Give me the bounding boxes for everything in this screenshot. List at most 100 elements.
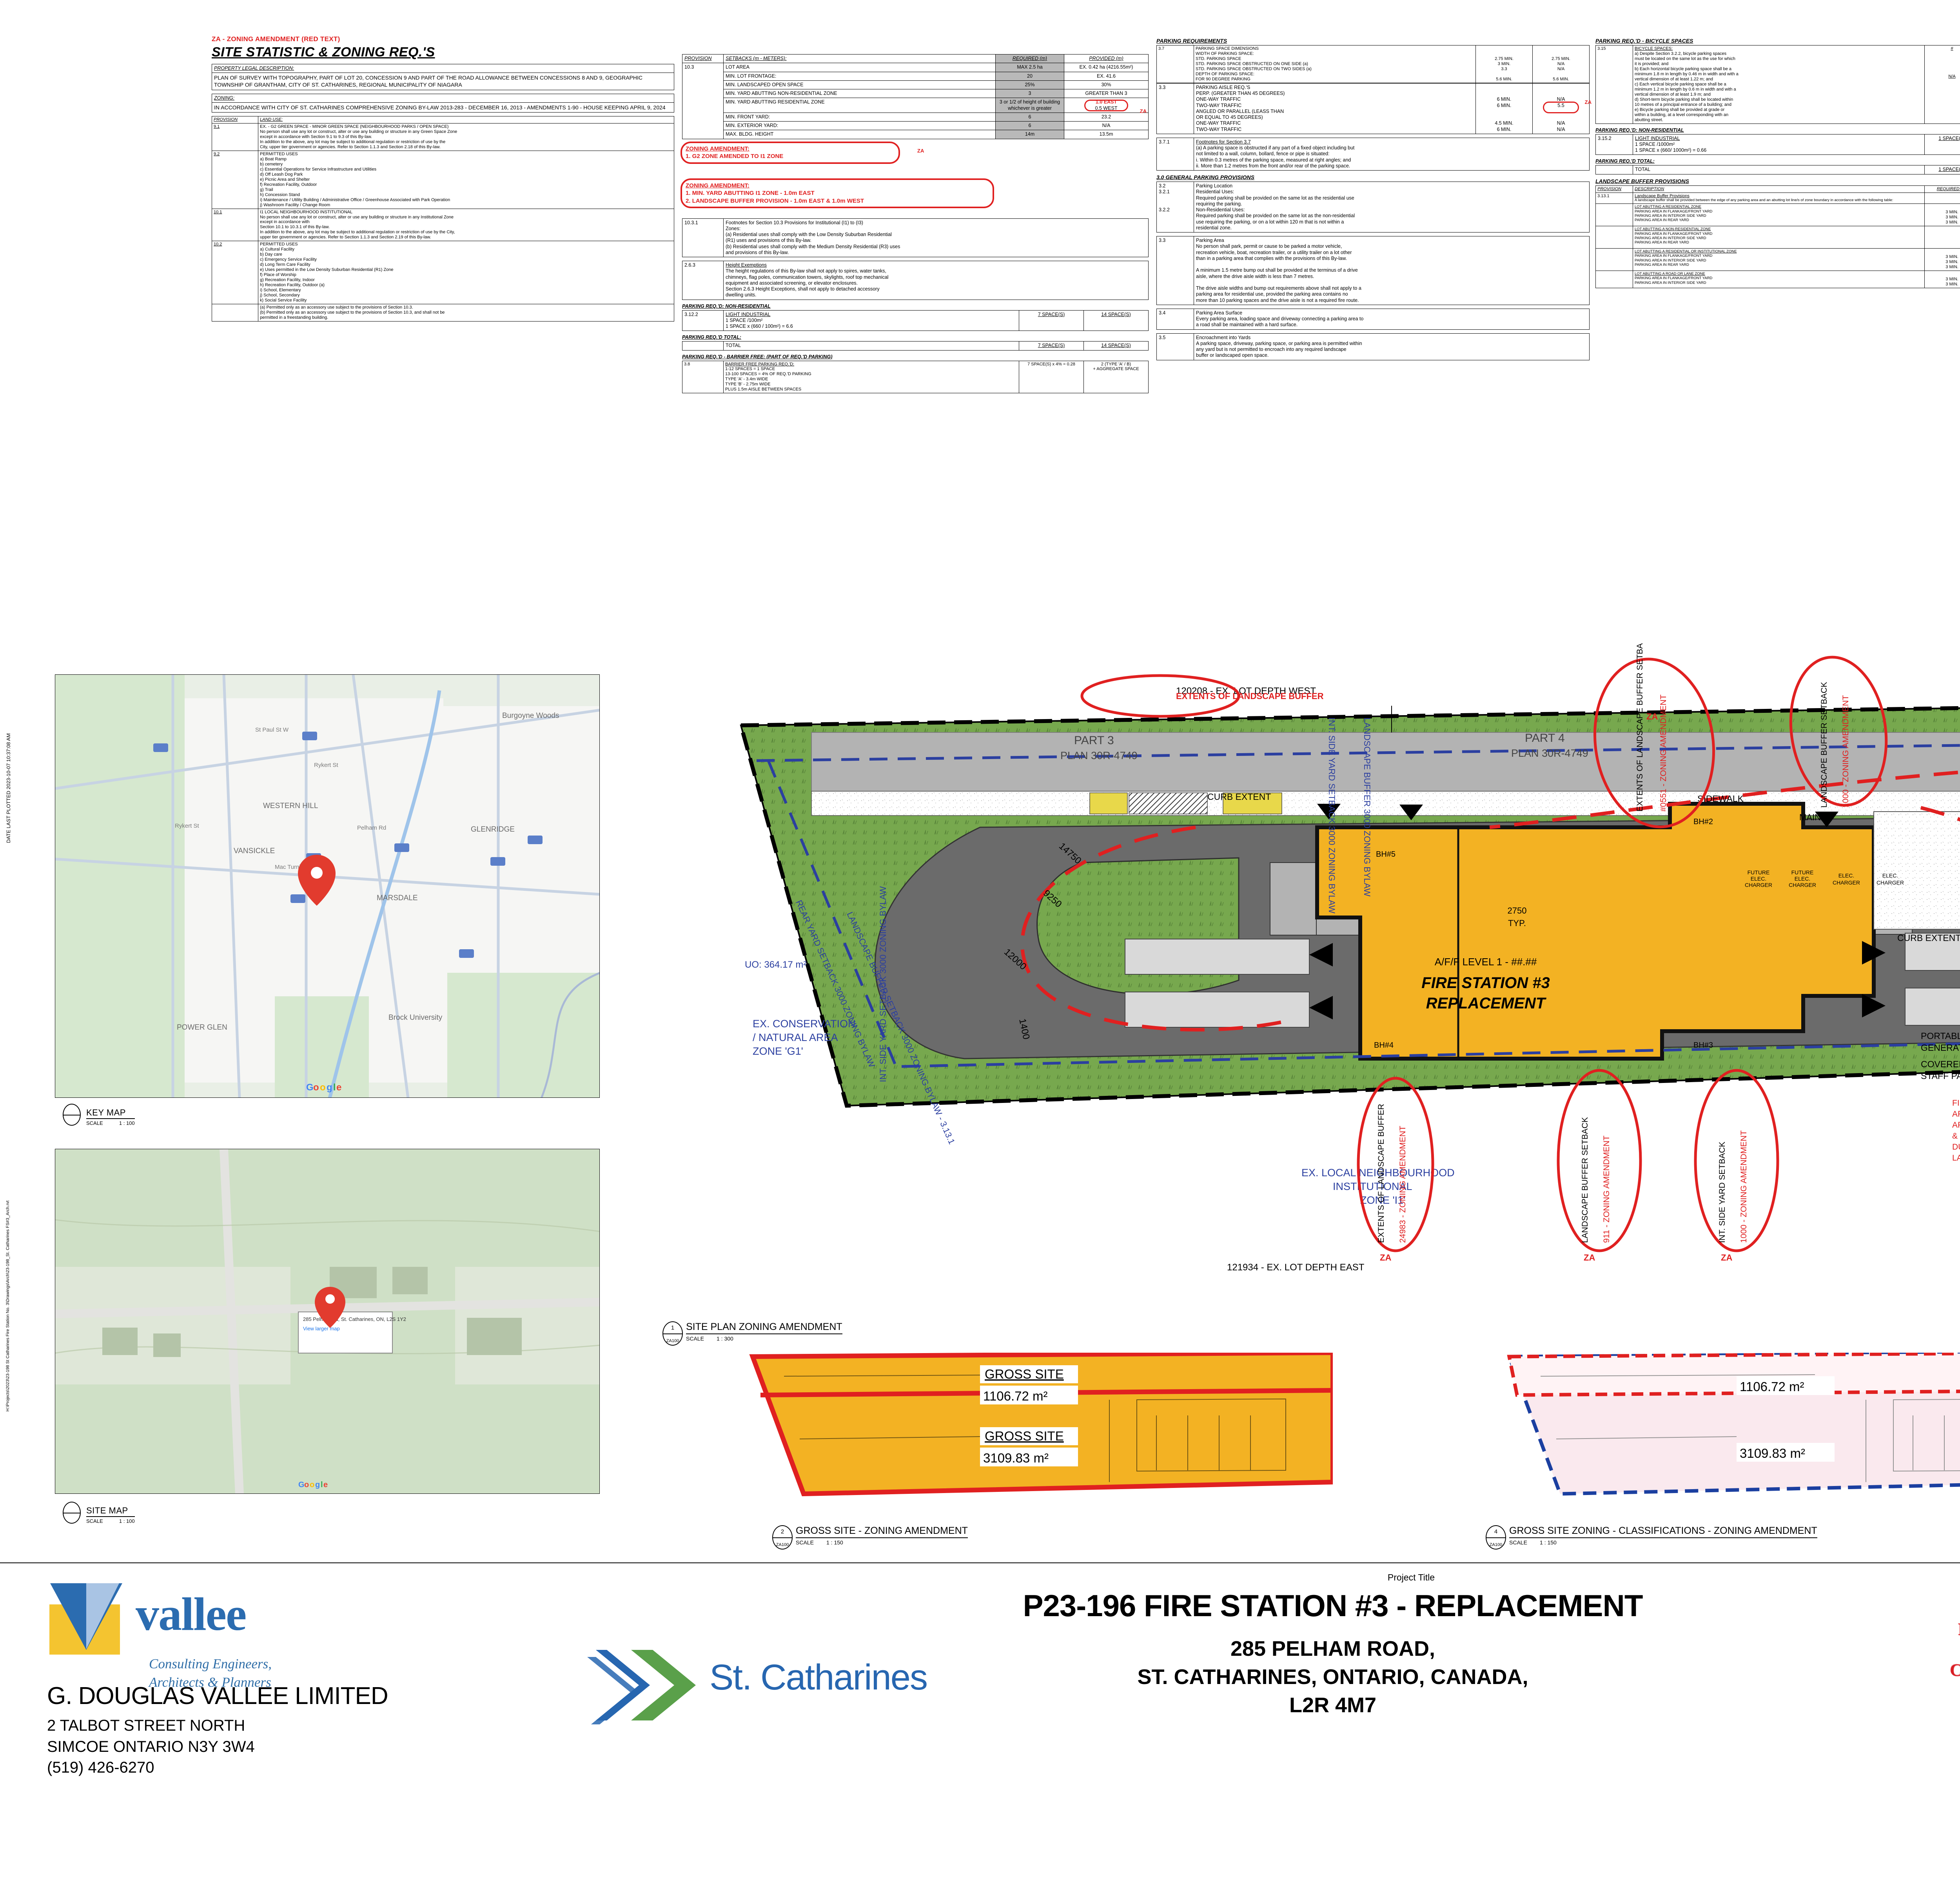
label-bh5: BH#5 <box>1376 850 1396 859</box>
vallee-logo-mark <box>47 1576 125 1655</box>
lot-depth-east: 121934 - EX. LOT DEPTH EAST <box>1227 1262 1365 1273</box>
table-row: 10.1 I1 LOCAL NEIGHBOURHOOD INSTITUTIONA… <box>212 208 674 242</box>
setback-item: MAX. BLDG. HEIGHT <box>723 130 996 139</box>
svg-text:POWER GLEN: POWER GLEN <box>177 1023 227 1032</box>
text-line: Non-Residential Uses: <box>1196 207 1245 213</box>
bicycle-heading: PARKING REQ.'D - BICYCLE SPACES <box>1595 38 1693 44</box>
barrier-free-heading: PARKING REQ.'D - BARRIER FREE: (PART OF … <box>682 354 833 360</box>
bi-required-1: # <box>1951 46 1953 51</box>
bi-required: # N/A <box>1924 45 1960 124</box>
zone-inst-1: EX. LOCAL NEIGHBOURHOOD <box>1301 1167 1455 1179</box>
bn-provision: 3.15.2 <box>1595 134 1633 155</box>
text-line: LIGHT INDUSTRIAL <box>1635 135 1680 141</box>
project-address: 285 PELHAM ROAD, ST. CATHARINES, ONTARIO… <box>745 1635 1921 1719</box>
bi-required-2: N/A <box>1948 74 1956 79</box>
text-line: 3.2.2 <box>1159 207 1170 213</box>
svg-text:St Paul St W: St Paul St W <box>255 727 289 733</box>
view4-title: GROSS SITE ZONING - CLASSIFICATIONS - ZO… <box>1509 1525 1817 1538</box>
text-line: a) Despite Section 3.2.2, bicycle parkin… <box>1635 51 1727 56</box>
zone-inst-2: INSTITUTIONAL <box>1333 1181 1412 1192</box>
text-line: DEPTH OF PARKING SPACE: <box>1196 71 1254 76</box>
text-line: 4.5 MIN. <box>1495 120 1514 126</box>
text-line <box>1159 201 1192 207</box>
zoning-amendment-cloud-2: ZONING AMENDMENT: 1. MIN. YARD ABUTTING … <box>681 178 994 208</box>
ev-label-4: ELEC. <box>1882 872 1898 879</box>
fire-note-5: DUE TO 5500mm REDUCED <box>1952 1143 1960 1152</box>
lb-h-desc: DESCRIPTION <box>1633 185 1925 193</box>
text-line <box>1535 114 1587 120</box>
gp-provision: 3.3 <box>1156 236 1194 305</box>
barrier-free-table: 3.8 BARRIER FREE PARKING REQ.'D:1-12 SPA… <box>682 360 1149 394</box>
view1-scale-label: SCALE <box>686 1335 704 1342</box>
view1-scale: 1 : 300 <box>717 1335 733 1342</box>
zoning-table: ZONING: IN ACCORDANCE WITH CITY OF ST. C… <box>212 93 674 113</box>
text-line: 3 MIN. <box>1497 61 1511 66</box>
project-title: P23-196 FIRE STATION #3 - REPLACEMENT <box>1023 1588 1643 1623</box>
project-address-2: ST. CATHARINES, ONTARIO, CANADA, <box>1137 1665 1528 1689</box>
amend2-line1: ZONING AMENDMENT: <box>686 182 750 189</box>
label-part4-plan: PLAN 30R-4749 <box>1511 747 1588 759</box>
setback-item: MIN. FRONT YARD: <box>723 112 996 122</box>
view4-dwg: ZA100 <box>1489 1542 1503 1547</box>
text-line: Parking Location <box>1196 183 1233 189</box>
view2-num: 2 <box>780 1528 784 1535</box>
text-line: 6 MIN. <box>1497 102 1512 108</box>
stamp-line-3: CONSTRUCTION <box>1950 1660 1960 1680</box>
page-title: SITE STATISTIC & ZONING REQ.'S <box>212 45 435 60</box>
text-line: N/A <box>1557 96 1565 102</box>
text-line: STD. PARKING SPACE <box>1196 56 1241 61</box>
lb-intro-text: A landscape buffer shall be provided bet… <box>1635 198 1893 203</box>
text-line: (R1) uses and provisions of this By-law. <box>726 238 811 243</box>
landscape-buffer-heading: LANDSCAPE BUFFER PROVISIONS <box>1595 178 1689 184</box>
text-line: f) Place of Worship <box>260 272 296 278</box>
za-cloud-label-3: LANDSCAPE BUFFER SETBACK <box>1581 1117 1590 1243</box>
text-line: d) Long Term Care Facility <box>260 262 310 267</box>
lb-blank <box>1595 271 1633 289</box>
footnote-1031-table: 10.3.1 Footnotes for Section 10.3 Provis… <box>682 218 1149 258</box>
detail4-value-2: 3109.83 m² <box>1740 1446 1805 1461</box>
zone-conservation-3: ZONE 'G1' <box>753 1045 803 1057</box>
text-line: equipment and associated screening, or e… <box>726 280 858 286</box>
lb-req-blank <box>1924 192 1960 204</box>
setbacks-h-required: REQUIRED (m) <box>995 54 1064 64</box>
text-line: and provisions of this By-law. <box>726 249 789 255</box>
setback-provided: 30% <box>1064 80 1149 90</box>
site-plan-drawing: PART 3 PLAN 30R-4749 PART 4 PLAN 30R-474… <box>627 643 1960 1310</box>
text-line: 10 metres of a principal entrance of a b… <box>1635 102 1732 107</box>
setbacks-h-item: SETBACKS (m - METERS): <box>723 54 996 64</box>
amend1-line2: 1. G2 ZONE AMENDED TO I1 ZONE <box>686 153 784 160</box>
gp-provision: 3.4 <box>1156 308 1194 330</box>
view2-title: GROSS SITE - ZONING AMENDMENT <box>796 1525 968 1538</box>
firm-address-1: 2 TALBOT STREET NORTH <box>47 1717 245 1734</box>
zoning-body: IN ACCORDANCE WITH CITY OF ST. CATHARINE… <box>212 102 674 113</box>
site-map-title: SITE MAP <box>86 1506 135 1517</box>
svg-text:CHARGER: CHARGER <box>1877 879 1904 886</box>
bf-required: 7 SPACE(S) x 4% = 0.28 <box>1019 360 1084 394</box>
za-tag-1: ZA <box>917 147 924 154</box>
label-bh3: BH#3 <box>1693 1041 1713 1050</box>
text-line: In addition to the above, any lot may be… <box>260 139 446 144</box>
view1-num: 1 <box>671 1324 675 1331</box>
text-line: Required parking shall be provided on th… <box>1196 195 1354 201</box>
view2-dwg: ZA100 <box>776 1542 789 1547</box>
setback-provided: 13.5m <box>1064 130 1149 139</box>
text-line: c) Each vertical bicycle parking space s… <box>1635 82 1726 87</box>
text-line: k) Social Service Facility <box>260 298 307 303</box>
text-line: a) Boat Ramp <box>260 156 287 162</box>
text-line: Footnotes for Section 3.7 <box>1196 139 1251 145</box>
titleblock-divider <box>0 1562 1960 1563</box>
text-line: Residential Uses: <box>1196 189 1234 195</box>
landuse-col-landuse: LAND USE: <box>258 116 674 124</box>
lb-group: LOT ABUTTING A NON-RESIDENTIAL ZONE PARK… <box>1633 226 1925 249</box>
za-cloud-label-3b: 911 - ZONING AMENDMENT <box>1602 1135 1611 1243</box>
text-line: In addition to the above, any lot may be… <box>260 230 455 235</box>
st-catharines-logo: St. Catharines <box>584 1643 976 1729</box>
svg-text:o: o <box>304 1481 309 1489</box>
